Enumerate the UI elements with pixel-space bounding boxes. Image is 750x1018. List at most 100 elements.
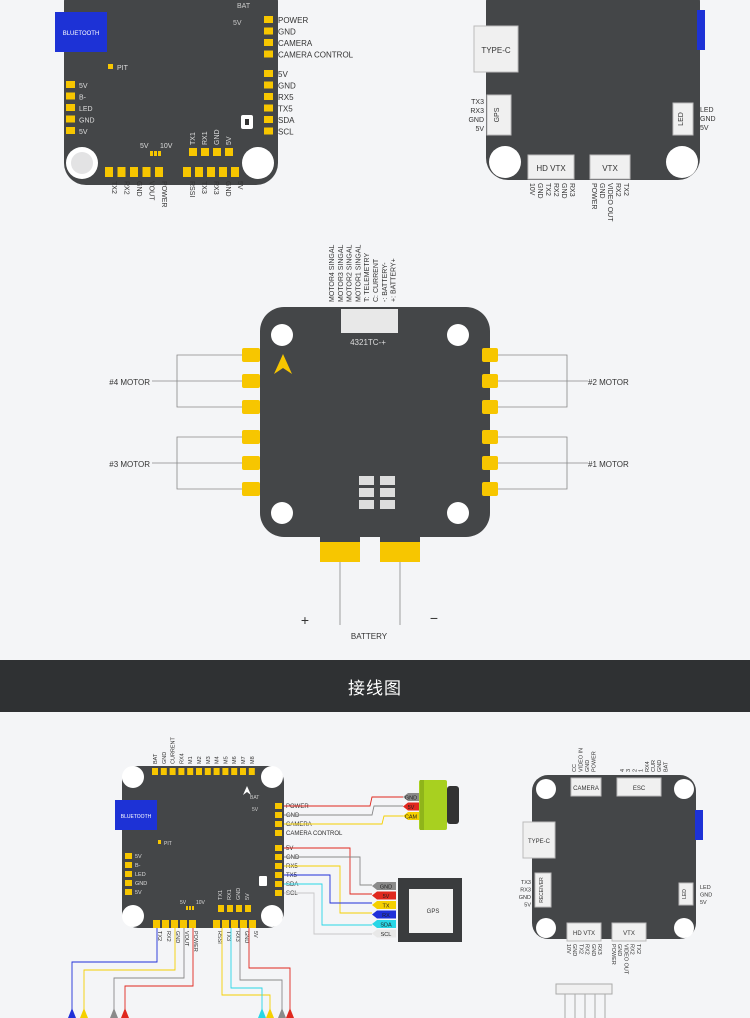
type-c-port[interactable] — [473, 25, 519, 73]
esc-motor-callouts: #4 MOTOR#3 MOTOR#2 MOTOR#1 MOTOR — [109, 354, 629, 490]
fc-top-pin-label: M3 — [206, 756, 212, 764]
esc-signal-label: C: CURRENT — [373, 258, 380, 302]
pad — [125, 853, 132, 859]
pad — [264, 104, 273, 112]
pad-label: CAMERA — [278, 39, 313, 48]
bottom-pad-label: TX2 — [156, 931, 162, 941]
fc-top-pin-label: M2 — [197, 756, 203, 764]
vtx-pin-label: POWER — [590, 183, 597, 209]
led-pin-label: 5V — [700, 900, 707, 906]
esc-signal-connector — [341, 309, 398, 333]
pad-label: GND — [286, 855, 300, 861]
pad — [245, 905, 251, 912]
bluetooth-label: BLUETOOTH — [121, 814, 152, 820]
inner-pad-label: RX1 — [202, 131, 209, 145]
fc-top-pin-label: M6 — [232, 756, 238, 764]
pad-label: POWER — [278, 16, 308, 25]
pad — [125, 871, 132, 877]
pad — [219, 167, 227, 177]
gps-pin-tag — [372, 891, 396, 900]
esc-signal-label: MOTOR3 SINGAL — [338, 244, 345, 302]
bluetooth-module — [115, 800, 157, 830]
pad — [66, 104, 75, 111]
pad — [236, 905, 242, 912]
pad — [152, 768, 158, 775]
fc-top-pin-label: M1 — [188, 756, 194, 764]
vtx-top-pin-label: 1 — [639, 769, 645, 772]
pad — [187, 768, 194, 775]
pad — [264, 16, 273, 23]
bottom-pad-label: POWER — [160, 181, 167, 207]
pad-label: SCL — [278, 128, 294, 137]
gps-connector — [486, 94, 512, 136]
fc-top-pin-label: RX4 — [179, 753, 185, 764]
vtx-top-pin-label: 2 — [632, 769, 638, 772]
pad — [66, 92, 75, 100]
pad — [275, 854, 282, 860]
pad-label: 5V — [278, 70, 288, 79]
esc-connector-code: 4321TC-+ — [350, 338, 386, 347]
pad — [275, 803, 282, 809]
esc-motor-pads — [242, 348, 498, 496]
vtx-pin-label: POWER — [610, 944, 616, 965]
vtx-pin-label: GND — [598, 183, 605, 199]
pad — [264, 50, 273, 58]
bottom-pad-label: GND — [243, 931, 249, 943]
pad — [66, 115, 75, 123]
pad-label: GND — [278, 28, 296, 37]
pad-label: SDA — [286, 882, 298, 888]
inner-pad-label: TX1 — [218, 890, 224, 900]
hd-vtx-connector — [566, 922, 602, 942]
pad-label: GND — [135, 881, 147, 887]
vtx-pin-label: VIDEO OUT — [622, 944, 628, 975]
pad — [66, 127, 75, 134]
gps-pin-label: SCL — [381, 932, 392, 938]
led-connector — [678, 882, 694, 906]
gps-pin-label: 5V — [475, 126, 484, 133]
type-c-port[interactable] — [522, 821, 556, 859]
camera-connector — [570, 777, 602, 797]
fc-pads — [125, 768, 282, 928]
hd-vtx-pin-label: GND — [560, 183, 567, 199]
camera-connector-label: CAMERA — [573, 786, 599, 792]
vtx-top-pin-label: VIDEO IN — [579, 748, 585, 772]
led-pin-label: GND — [700, 893, 712, 899]
led-label: LED — [682, 889, 688, 899]
bat-5v-label: 5V — [233, 20, 242, 27]
camera-pin-label: CAM — [405, 815, 418, 821]
vtx-pin-label: VIDEO OUT — [606, 183, 613, 222]
vtx-pin-label: RX2 — [629, 944, 635, 955]
vtx-label: VTX — [602, 164, 618, 173]
boot-button[interactable] — [259, 876, 267, 886]
battery-minus-pad — [380, 540, 420, 562]
bottom-pad-label: RSSI — [188, 181, 195, 197]
pad — [201, 148, 209, 156]
vtx-top-pin-label: 4 — [620, 769, 626, 772]
voltage-select: 5V 10V — [140, 143, 173, 156]
motor-pad — [482, 374, 498, 388]
pad — [240, 768, 246, 775]
battery-plus-pad — [320, 540, 360, 562]
pad — [218, 905, 224, 912]
pad-label: CAMERA — [286, 822, 312, 828]
motor-pad — [242, 400, 260, 414]
pad-label: 5V — [79, 83, 88, 90]
pad-label: RX5 — [286, 864, 298, 870]
esc-connector — [616, 777, 662, 797]
fc-top-pin-label: BAT — [153, 753, 159, 764]
pad — [264, 70, 273, 77]
pit-label: PIT — [164, 841, 172, 847]
fc-top-pin-label: CURRENT — [171, 736, 177, 764]
fc-top-pin-label: M5 — [223, 756, 229, 764]
pad-label: TX5 — [278, 105, 293, 114]
pad — [153, 920, 160, 928]
pad — [125, 862, 132, 868]
vtx-top-pin-label: BAT — [663, 761, 669, 772]
motor-pad — [482, 400, 498, 414]
volt-5v-label: 5V — [140, 143, 149, 150]
vtx-top-pin-label: CUR — [651, 760, 657, 772]
